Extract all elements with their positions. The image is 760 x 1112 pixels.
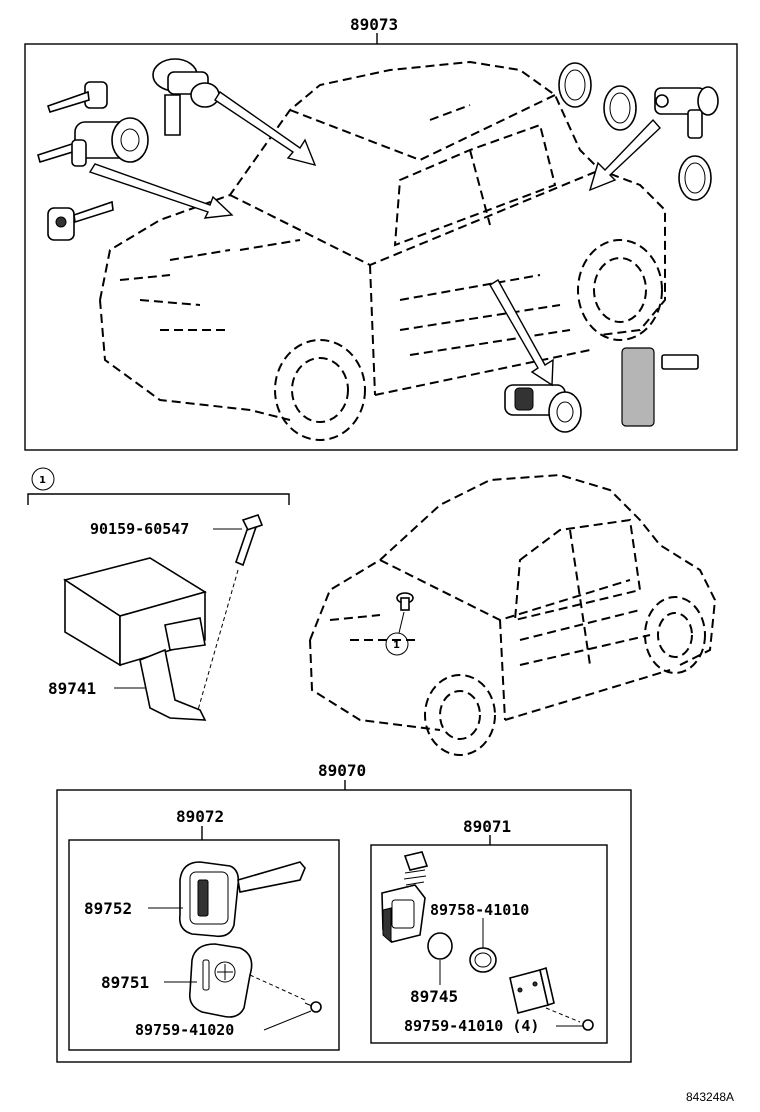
ref-callout-car-circle xyxy=(385,632,409,656)
ref-callout-car: 1 xyxy=(393,640,400,651)
key-icon xyxy=(46,81,108,113)
o-ring-icon xyxy=(558,62,712,201)
security-ecu-icon xyxy=(63,557,207,721)
o-ring-small-icon xyxy=(469,947,497,973)
ref-callout-circle xyxy=(31,467,55,491)
ref-callout-top: 1 xyxy=(39,475,46,486)
ignition-cylinder-icon xyxy=(37,117,149,167)
screw-small-icon xyxy=(582,1019,594,1031)
coin-battery-icon xyxy=(427,932,453,960)
side-door-lock-icon xyxy=(504,384,582,433)
part-label-89752: 89752 xyxy=(84,899,132,918)
figure-code: 843248A xyxy=(686,1090,734,1104)
horn-sensor-icon xyxy=(396,592,414,611)
transponder-key-icon xyxy=(47,200,114,241)
key-housing-icon xyxy=(178,861,306,938)
part-label-89741: 89741 xyxy=(48,679,96,698)
part-label-90159-60547: 90159-60547 xyxy=(90,520,189,538)
bolt-icon xyxy=(235,514,264,567)
leader-car xyxy=(398,611,405,634)
vehicle-bottom-outline xyxy=(309,473,717,756)
key-plate-icon xyxy=(621,347,699,427)
part-label-89073: 89073 xyxy=(350,15,398,34)
leader-89759a xyxy=(263,1010,312,1031)
part-label-89070: 89070 xyxy=(318,761,366,780)
door-lock-cylinder-icon xyxy=(152,58,220,136)
part-label-89072: 89072 xyxy=(176,807,224,826)
part-label-89759-41010: 89759-41010 (4) xyxy=(404,1017,539,1035)
screw-path xyxy=(249,974,306,1001)
circuit-board-icon xyxy=(509,966,555,1014)
bracket-line xyxy=(27,493,290,505)
key-cover-icon xyxy=(188,943,253,1018)
rear-lock-cylinder-icon xyxy=(654,86,719,139)
panel-89073 xyxy=(24,43,738,451)
panel-89072 xyxy=(68,839,340,1051)
leader-dashed xyxy=(197,569,239,711)
screw-icon xyxy=(304,1001,322,1013)
panel-89070 xyxy=(56,789,632,1063)
screw-path-b xyxy=(545,1007,581,1023)
part-label-89759-41020: 89759-41020 xyxy=(135,1021,234,1039)
part-label-89071: 89071 xyxy=(463,817,511,836)
part-label-89751: 89751 xyxy=(101,973,149,992)
part-label-89758-41010: 89758-41010 xyxy=(430,901,529,919)
part-label-89745: 89745 xyxy=(410,987,458,1006)
panel-89071 xyxy=(370,844,608,1044)
vehicle-top-outline xyxy=(99,60,666,441)
arrow-icon xyxy=(88,91,661,387)
battery-holder-icon xyxy=(381,851,429,944)
